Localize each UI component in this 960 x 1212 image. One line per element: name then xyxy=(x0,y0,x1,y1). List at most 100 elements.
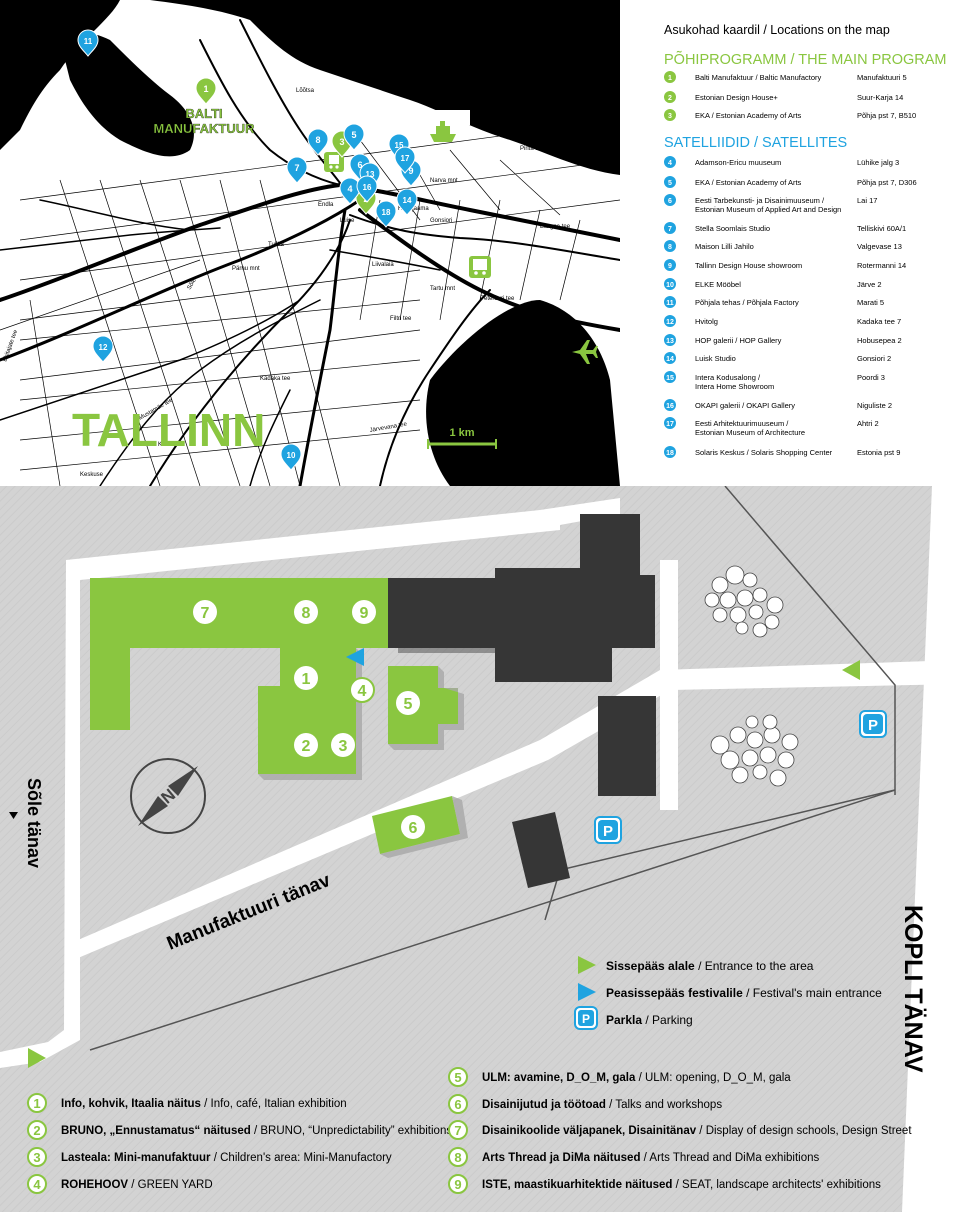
location-number-badge xyxy=(664,222,676,234)
location-name-line2: Intera Home Showroom xyxy=(695,382,774,391)
location-number-badge xyxy=(664,352,676,364)
map-pin-1[interactable]: 1 xyxy=(195,77,217,105)
satellites-heading: SATELLIIDID / SATELLITES xyxy=(664,135,847,151)
location-name: EKA / Estonian Academy of Arts xyxy=(695,178,802,187)
location-number-badge xyxy=(664,91,676,103)
location-address: Manufaktuuri 5 xyxy=(857,73,907,82)
legend-text: Disainikoolide väljapanek, Disainitänav … xyxy=(482,1125,912,1137)
map-pin-18[interactable]: 18 xyxy=(375,200,397,228)
building-badge-3[interactable]: 3 xyxy=(331,733,355,757)
building-badge-6[interactable]: 6 xyxy=(401,815,425,839)
kopli-road xyxy=(902,486,960,1212)
minor-streets xyxy=(0,119,620,486)
svg-text:Gonsiori: Gonsiori xyxy=(430,218,452,224)
location-number: 10 xyxy=(666,282,674,289)
location-address: Põhja pst 7, B510 xyxy=(857,111,916,120)
location-number: 4 xyxy=(668,160,672,167)
site-roads xyxy=(0,486,960,1212)
location-address: Lai 17 xyxy=(857,196,877,205)
building-badge-2[interactable]: 2 xyxy=(294,733,318,757)
location-address: Rotermanni 14 xyxy=(857,261,906,270)
location-number: 3 xyxy=(668,113,672,120)
highlight-label-line2: MANUFAKTUUR xyxy=(153,121,255,136)
map-pin-10[interactable]: 10 xyxy=(280,443,302,471)
site-legend-right: 5 ULM: avamine, D_O_M, gala / ULM: openin… xyxy=(448,1067,912,1194)
building-badge-9[interactable]: 9 xyxy=(352,600,376,624)
location-name: ELKE Mööbel xyxy=(695,280,741,289)
main-program-heading: PÕHIPROGRAMM / THE MAIN PROGRAM xyxy=(664,51,947,68)
location-name: Estonian Design House+ xyxy=(695,93,778,102)
location-address: Hobusepea 2 xyxy=(857,336,902,345)
svg-text:Tulika: Tulika xyxy=(268,242,284,248)
legend-number: 3 xyxy=(33,1150,40,1165)
svg-text:Pärnu mnt: Pärnu mnt xyxy=(232,266,260,272)
building-number: 5 xyxy=(404,696,413,713)
building-badge-5[interactable]: 5 xyxy=(396,691,420,715)
location-name: Hvitolg xyxy=(695,317,718,326)
ferry-icon xyxy=(430,121,456,142)
trees xyxy=(704,565,799,787)
legend-text: ULM: avamine, D_O_M, gala / ULM: opening… xyxy=(482,1072,791,1084)
location-name-line2: Estonian Museum of Applied Art and Desig… xyxy=(695,205,841,214)
pin-number: 16 xyxy=(363,183,372,192)
main-entrance-arrow xyxy=(346,648,364,666)
airplane-icon xyxy=(572,340,598,364)
svg-text:Tartu mnt: Tartu mnt xyxy=(430,286,455,292)
location-number-badge xyxy=(664,296,676,308)
map-pin-7[interactable]: 7 xyxy=(286,156,308,184)
map-pins: 123456789101112131415161718 xyxy=(77,29,422,471)
legend-text: ISTE, maastikuarhitektide näitused / SEA… xyxy=(482,1179,881,1191)
svg-text:Keskuse: Keskuse xyxy=(80,472,104,478)
building-badge-7[interactable]: 7 xyxy=(193,600,217,624)
legend-number: 5 xyxy=(454,1070,461,1085)
parking-sign-east: P xyxy=(859,710,887,738)
north-inner-road xyxy=(540,498,620,525)
location-number-badge xyxy=(664,259,676,271)
location-number: 13 xyxy=(666,338,674,345)
map-pin-12[interactable]: 12 xyxy=(92,335,114,363)
building-badge-4[interactable]: 4 xyxy=(349,677,375,703)
location-address: Gonsiori 2 xyxy=(857,354,891,363)
map-pin-5[interactable]: 5 xyxy=(343,123,365,151)
location-name: Maison Lilli Jahilo xyxy=(695,242,754,251)
svg-text:Filtri tee: Filtri tee xyxy=(390,316,412,322)
map-pin-16[interactable]: 16 xyxy=(356,175,378,203)
location-number: 17 xyxy=(666,421,674,428)
svg-text:Sõle: Sõle xyxy=(187,277,199,291)
map-pin-14[interactable]: 14 xyxy=(396,188,418,216)
legend-number: 9 xyxy=(454,1177,461,1192)
svg-text:Liivalaia: Liivalaia xyxy=(372,262,394,268)
building-badge-1[interactable]: 1 xyxy=(294,666,318,690)
building-badge-8[interactable]: 8 xyxy=(294,600,318,624)
location-address: Põhja pst 7, D306 xyxy=(857,178,917,187)
location-name: Luisk Studio xyxy=(695,354,736,363)
legend-text: ROHEHOOV / GREEN YARD xyxy=(61,1179,213,1191)
pin-number: 9 xyxy=(408,166,413,176)
green-building-7-8-9 xyxy=(90,578,388,774)
pin-number: 12 xyxy=(99,343,108,352)
pin-number: 18 xyxy=(382,208,391,217)
location-address: Telliskivi 60A/1 xyxy=(857,224,906,233)
location-number: 11 xyxy=(666,300,674,307)
map-pin-8[interactable]: 8 xyxy=(307,128,329,156)
svg-text:Narva mnt: Narva mnt xyxy=(430,178,458,184)
location-name: Balti Manufaktuur / Baltic Manufactory xyxy=(695,73,822,82)
pin-number: 7 xyxy=(294,163,299,173)
scale-bar: 1 km xyxy=(427,427,497,449)
map-pin-4[interactable]: 4 xyxy=(339,177,361,205)
location-number: 15 xyxy=(666,375,674,382)
site-legend-item-9: 9 ISTE, maastikuarhitektide näitused / SE… xyxy=(448,1174,881,1194)
map-pin-17[interactable]: 17 xyxy=(394,146,416,174)
map-pin-11[interactable]: 11 xyxy=(77,29,99,57)
